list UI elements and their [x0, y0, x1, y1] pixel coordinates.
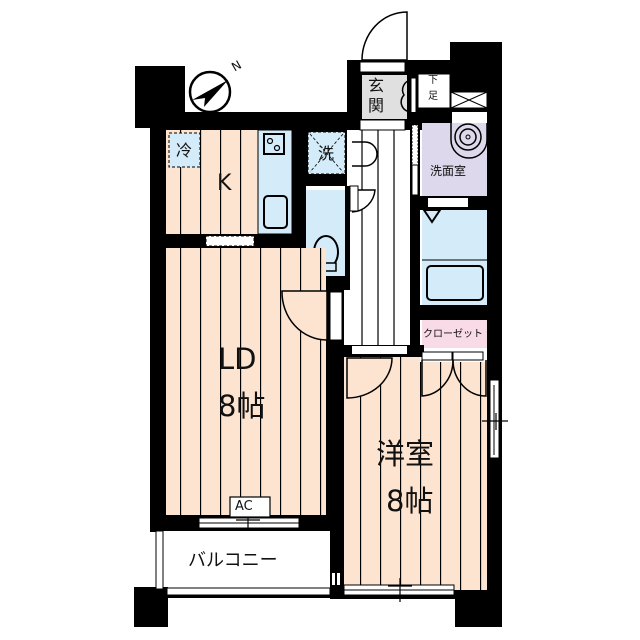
- western-room-size: 8帖: [386, 484, 434, 518]
- closet-label: クローゼット: [423, 329, 483, 340]
- kitchen-ld-opening: [205, 235, 255, 247]
- fridge-label: 冷: [176, 141, 193, 160]
- washer-label: 洗: [318, 144, 335, 163]
- ld-size: 8帖: [218, 389, 266, 423]
- entrance-label-1: 玄: [368, 76, 385, 95]
- hallway: [350, 130, 410, 345]
- entrance-door-icon: [400, 79, 412, 113]
- washer-door-icon: [352, 141, 378, 167]
- bath-drain-icon: [422, 209, 442, 224]
- western-room-door-icon: [346, 357, 393, 399]
- shoe-box-label-2: 足: [428, 91, 438, 102]
- western-room-floor: [344, 357, 487, 590]
- aircon-box: [229, 496, 271, 518]
- entrance: [362, 75, 407, 119]
- stove-icon: [263, 133, 285, 155]
- closet-door-left-icon: [421, 359, 454, 397]
- closet: [422, 320, 487, 348]
- balcony: [160, 531, 330, 587]
- fridge-space: [168, 132, 201, 168]
- shoe-box: [417, 73, 451, 109]
- kitchen-label: K: [217, 171, 232, 196]
- ld-floor: [166, 248, 326, 515]
- ld-door-icon: [281, 290, 328, 341]
- entrance-label-2: 関: [368, 96, 385, 115]
- washroom-sliding-door: [411, 124, 419, 171]
- compass-icon: [188, 70, 232, 114]
- washroom-label: 洗面室: [430, 164, 467, 178]
- balcony-label: バルコニー: [188, 550, 278, 571]
- basin-icon: [450, 123, 488, 159]
- sink-icon: [263, 195, 288, 229]
- aircon-label: AC: [235, 499, 253, 514]
- closet-door-right-icon: [452, 359, 487, 397]
- ld-label: LD: [218, 342, 257, 376]
- shoe-box-label-1: 下: [428, 75, 438, 86]
- front-door-icon: [361, 11, 408, 61]
- bathtub-icon: [426, 265, 484, 301]
- western-room-label: 洋室: [376, 437, 435, 471]
